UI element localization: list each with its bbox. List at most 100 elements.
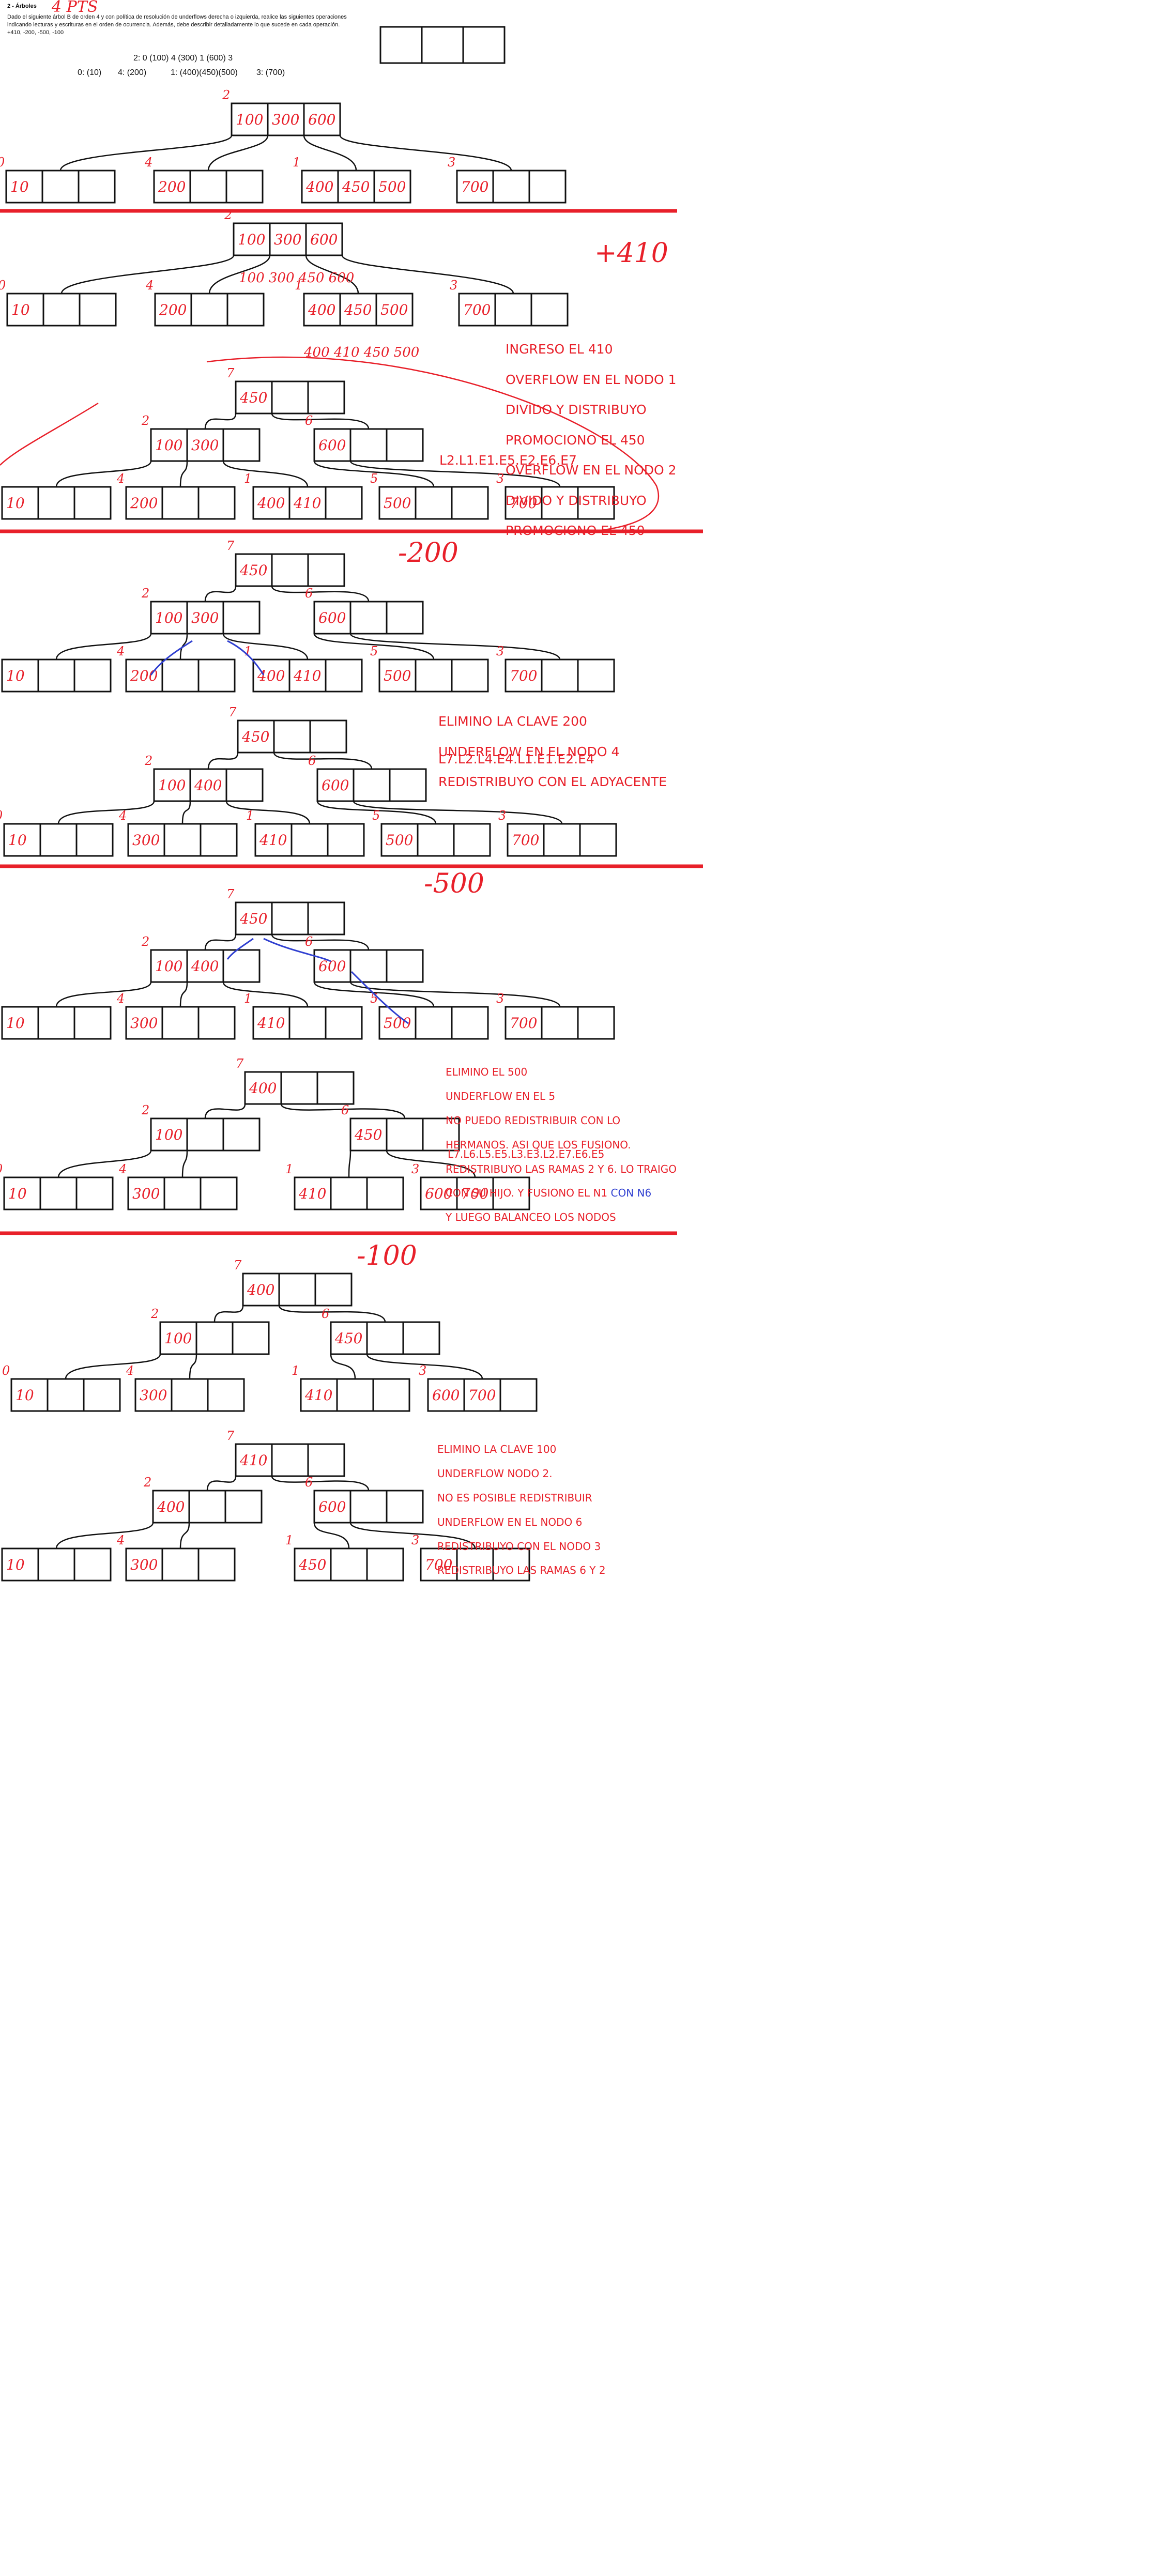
tree-edge: [225, 801, 311, 824]
node-cell: [163, 1176, 202, 1210]
node-cell: [330, 1547, 368, 1582]
node-key: 100: [155, 958, 182, 975]
node-cell: [349, 949, 388, 983]
node-cell: [379, 26, 423, 64]
highlight-loop: [0, 356, 659, 533]
node-key: 600: [318, 437, 346, 454]
node-key: 10: [6, 1556, 25, 1573]
node-cell: [305, 222, 343, 256]
note-line: ELIMINO LA CLAVE 200: [438, 714, 587, 729]
node-key: 450: [344, 301, 372, 318]
node-id-label: 6: [305, 934, 313, 949]
node-id-label: 0: [0, 991, 1, 1006]
note-line: REDISTRIBUYO LAS RAMAS 6 Y 2: [437, 1564, 606, 1577]
node-cell: [577, 658, 615, 693]
tree-edge: [189, 1354, 197, 1379]
node-id-label: 4: [145, 278, 154, 293]
node-id-label: 0: [0, 278, 6, 293]
node-id-label: 2: [141, 1103, 149, 1117]
tree-edge: [349, 461, 561, 487]
node-cell: [37, 486, 75, 520]
node-cell: [225, 768, 264, 802]
node-cell: [280, 1071, 318, 1105]
node-id-label: 4: [118, 808, 127, 823]
node-cell: [451, 1006, 489, 1040]
node-key: 10: [16, 1387, 34, 1404]
scratch-keys: 400 410 450 500: [303, 345, 419, 360]
node-cell: [197, 486, 236, 520]
tree-edge: [60, 255, 235, 294]
node-id-label: 7: [234, 1258, 242, 1272]
tree-edge: [330, 1354, 356, 1379]
tree-edge: [349, 633, 561, 660]
node-cell: [171, 1378, 209, 1412]
node-key: 100: [155, 437, 182, 454]
node-key: 300: [191, 437, 219, 454]
redistribution-arrow: [226, 938, 254, 960]
node-cell: [373, 170, 411, 204]
node-cell: [307, 380, 345, 415]
node-cell: [197, 1547, 236, 1582]
node-key: 100: [155, 609, 182, 626]
node-id-label: 0: [0, 155, 5, 170]
node-key: 410: [293, 495, 321, 512]
node-cell: [73, 1006, 112, 1040]
operation-delete-100: -100: [357, 1240, 417, 1271]
tree-edge: [179, 633, 188, 660]
operation-delete-500: -500: [424, 868, 484, 899]
node-id-label: 5: [372, 808, 380, 823]
node-cell: [421, 26, 464, 64]
node-cell: [492, 170, 530, 204]
node-cell: [375, 293, 414, 327]
node-cell: [453, 823, 491, 857]
operation-delete-200: -200: [398, 538, 458, 569]
node-cell: [577, 1006, 615, 1040]
node-cell: [349, 601, 388, 635]
node-cell: [451, 486, 489, 520]
node-cell: [353, 768, 391, 802]
node-key: 700: [512, 832, 539, 849]
node-id-label: 0: [0, 1162, 3, 1176]
note-line: UNDERFLOW EN EL NODO 6: [437, 1515, 583, 1528]
node-cell: [316, 1071, 355, 1105]
node-id-label: 3: [419, 1363, 426, 1378]
note-line: REDISTRIBUYO CON EL ADYACENTE: [438, 774, 667, 790]
btree-8: 741024006600010430014503700: [0, 1429, 530, 1582]
node-cell: [389, 768, 427, 802]
tree-edge: [348, 1150, 351, 1178]
tree-edge: [313, 982, 435, 1007]
node-id-label: 2: [150, 1307, 159, 1321]
tree-edge: [222, 461, 309, 487]
node-cell: [417, 823, 455, 857]
statement-text: Dado el siguiente árbol B de orden 4 y c…: [7, 14, 347, 36]
node-key: 300: [130, 1015, 158, 1032]
redistribution-arrow: [227, 640, 265, 676]
node-cell: [325, 486, 363, 520]
node-key: 700: [425, 1556, 452, 1573]
node-key: 410: [304, 1387, 332, 1404]
node-key: 300: [272, 111, 299, 128]
node-id-label: 1: [244, 991, 252, 1006]
node-cell: [386, 1117, 424, 1152]
node-key: 450: [239, 562, 267, 579]
node-cell: [83, 1378, 121, 1412]
node-id-label: 7: [228, 705, 237, 719]
node-id-label: 3: [496, 991, 504, 1006]
problem-statement: 2 - Árboles Dado el siguiente árbol B de…: [7, 3, 348, 37]
node-key: 100: [236, 111, 263, 128]
node-key: 600: [432, 1387, 460, 1404]
